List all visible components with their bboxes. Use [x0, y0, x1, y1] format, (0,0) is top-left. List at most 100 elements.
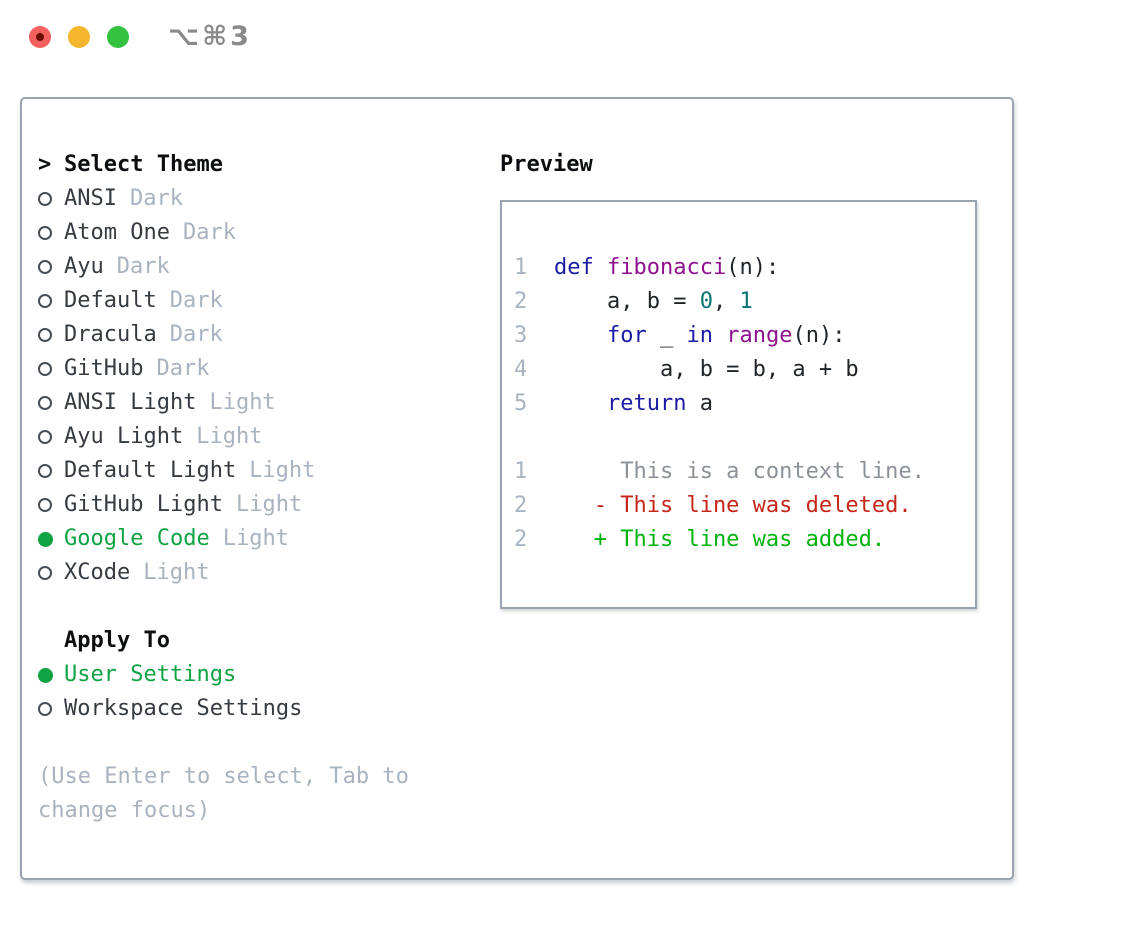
line-number: 1 [514, 459, 528, 484]
radio-icon [38, 531, 53, 547]
theme-item[interactable]: Ayu Dark [38, 250, 488, 284]
radio-icon [38, 430, 52, 444]
line-number [514, 421, 528, 455]
select-theme-header-row: > Select Theme [38, 148, 488, 182]
variant-badge: Dark [116, 254, 170, 279]
help-text-line-2: change focus) [38, 798, 211, 823]
theme-item-label: ANSI [64, 186, 117, 211]
radio-icon [38, 667, 53, 683]
preview-header: Preview [500, 152, 593, 177]
theme-item[interactable]: GitHub Light Light [38, 488, 488, 522]
preview-header-row: Preview [500, 148, 1000, 182]
variant-badge: Dark [182, 220, 236, 245]
theme-item-label: XCode [64, 560, 131, 585]
line-number: 1 [514, 255, 528, 280]
code-line: 2 + This line was added. [514, 523, 975, 557]
apply-to-option[interactable]: Workspace Settings [38, 692, 488, 726]
variant-badge: Dark [169, 322, 223, 347]
theme-item[interactable]: Default Dark [38, 284, 488, 318]
code-text: - This line was deleted. [554, 493, 912, 518]
code-line: 2 - This line was deleted. [514, 489, 975, 523]
radio-icon [38, 702, 52, 716]
variant-badge: Light [235, 492, 303, 517]
theme-item-label: GitHub Light [64, 492, 223, 517]
code-line: 4 a, b = b, a + b [514, 353, 975, 387]
variant-badge: Light [143, 560, 210, 585]
theme-item-label: Ayu [64, 254, 104, 279]
code-text: return a [606, 391, 713, 416]
help-text-line-1: (Use Enter to select, Tab to [38, 764, 409, 789]
line-number: 5 [514, 391, 528, 416]
radio-icon [38, 226, 52, 240]
zoom-button[interactable] [107, 26, 129, 48]
variant-badge: Dark [169, 288, 223, 313]
theme-item-label: Atom One [64, 220, 170, 245]
theme-item[interactable]: XCode Light [38, 556, 488, 590]
radio-icon [38, 566, 52, 580]
variant-badge: Dark [129, 186, 183, 211]
code-line: 1 This is a context line. [514, 455, 975, 489]
code-text: This is a context line. [554, 459, 925, 484]
code-text: a, b = b, a + b [554, 357, 859, 382]
theme-item[interactable]: Atom One Dark [38, 216, 488, 250]
theme-item[interactable]: Ayu Light Light [38, 420, 488, 454]
variant-badge: Light [196, 424, 263, 449]
close-button[interactable] [29, 26, 51, 48]
theme-item-label: Google Code [64, 526, 210, 551]
line-number: 2 [514, 527, 528, 552]
theme-item[interactable]: GitHub Dark [38, 352, 488, 386]
theme-item[interactable]: ANSI Light Light [38, 386, 488, 420]
radio-icon [38, 192, 52, 206]
line-number: 2 [514, 289, 528, 314]
theme-list: ANSI Dark Atom One Dark Ayu Dark Default… [38, 182, 488, 590]
theme-item-label: Default [64, 288, 157, 313]
code-line: 5 return a [514, 387, 975, 421]
code-line [514, 421, 975, 455]
window-title: ⌥⌘3 [168, 21, 252, 52]
code-line: 2 a, b = 0, 1 [514, 285, 975, 319]
code-line: 1 def fibonacci(n): [514, 251, 975, 285]
apply-to-header: Apply To [64, 628, 170, 653]
prompt-icon: > [38, 152, 52, 177]
variant-badge: Light [222, 526, 289, 551]
theme-item-label: GitHub [64, 356, 144, 381]
radio-icon [38, 464, 52, 478]
apply-to-option-label: User Settings [64, 662, 237, 687]
apply-to-list: User Settings Workspace Settings [38, 658, 488, 726]
apply-to-header-row: Apply To [38, 624, 488, 658]
line-number: 2 [514, 493, 528, 518]
radio-icon [38, 294, 52, 308]
radio-icon [38, 396, 52, 410]
select-theme-header: Select Theme [64, 152, 223, 177]
theme-item-label: Ayu Light [64, 424, 184, 449]
code-text: def fibonacci(n): [554, 255, 780, 280]
theme-item[interactable]: Google Code Light [38, 522, 488, 556]
radio-icon [38, 260, 52, 274]
variant-badge: Dark [156, 356, 210, 381]
theme-picker-column: > Select Theme ANSI Dark Atom One Dark A… [38, 148, 488, 828]
code-line: 3 for _ in range(n): [514, 319, 975, 353]
titlebar [29, 26, 129, 48]
radio-icon [38, 362, 52, 376]
minimize-button[interactable] [68, 26, 90, 48]
variant-badge: Light [249, 458, 316, 483]
theme-picker-panel: > Select Theme ANSI Dark Atom One Dark A… [20, 97, 1014, 880]
code-text: for _ in range(n): [606, 323, 846, 348]
theme-item[interactable]: Dracula Dark [38, 318, 488, 352]
theme-item[interactable]: Default Light Light [38, 454, 488, 488]
theme-item[interactable]: ANSI Dark [38, 182, 488, 216]
line-number: 4 [514, 357, 528, 382]
theme-item-label: Dracula [64, 322, 157, 347]
line-number: 3 [514, 323, 528, 348]
code-text: + This line was added. [554, 527, 886, 552]
unsaved-dot-icon [36, 33, 44, 41]
apply-to-option[interactable]: User Settings [38, 658, 488, 692]
variant-badge: Light [209, 390, 276, 415]
theme-item-label: ANSI Light [64, 390, 197, 415]
code-text: a, b = 0, 1 [554, 289, 753, 314]
apply-to-option-label: Workspace Settings [64, 696, 303, 721]
radio-icon [38, 498, 52, 512]
